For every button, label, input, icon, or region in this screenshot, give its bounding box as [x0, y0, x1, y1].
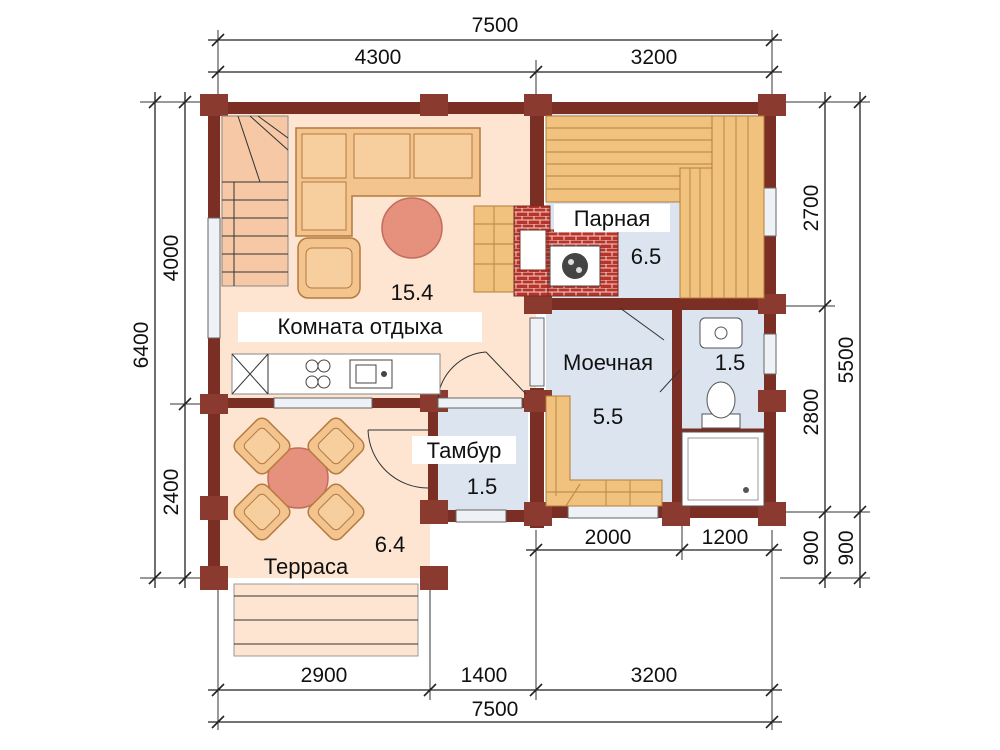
house-south-wall: [208, 398, 538, 408]
steam-south-wall: [536, 298, 776, 310]
wash-room-area: 5.5: [593, 404, 624, 429]
lounge-furniture: [221, 115, 481, 395]
terrace-chair: [233, 417, 291, 475]
staircase: [221, 115, 289, 287]
terrace-furniture: [233, 417, 365, 541]
lounge-east-wall-lower: [530, 388, 544, 528]
dim-right-lower: 2800: [800, 389, 823, 436]
terrace-chair: [307, 417, 365, 475]
dim-top-total: 7500: [472, 14, 519, 37]
window-wc: [763, 333, 777, 375]
room-labels: 15.4 Комната отдыха Парная 6.5 Моечная 5…: [238, 204, 745, 579]
openings: [207, 187, 777, 523]
kitchen-counter: [231, 353, 441, 395]
dimension-labels: 7500 4300 3200 6400 4000 2400 2700 2800 …: [130, 14, 858, 721]
wc-west-wall: [672, 310, 682, 516]
terrace-table: [267, 447, 329, 509]
window-wash: [567, 505, 659, 519]
dim-top-left: 4300: [355, 46, 402, 69]
dim-bottom-b: 1400: [461, 664, 508, 687]
steam-room-area: 6.5: [631, 244, 662, 269]
top-wall: [208, 102, 774, 114]
dim-left-upper: 4000: [160, 235, 183, 282]
window-steam-east: [763, 187, 777, 237]
dim-bottom-a: 2900: [301, 664, 348, 687]
dim-inner-right: 1200: [702, 526, 749, 549]
steam-room-name: Парная: [574, 206, 651, 231]
lounge-name: Комната отдыха: [278, 314, 444, 339]
terrace-left-wall: [208, 408, 220, 578]
dim-bottom-c: 3200: [631, 664, 678, 687]
door-wash-lounge: [529, 317, 545, 387]
window-lounge-south: [273, 397, 373, 409]
dimension-lines: [140, 30, 870, 730]
dim-left-total: 6400: [130, 322, 153, 369]
vestibule-area: 1.5: [467, 474, 498, 499]
dim-right-upper: 2700: [800, 185, 823, 232]
lounge-area: 15.4: [391, 280, 434, 305]
corner-sofa: [295, 127, 481, 237]
terrace-chair: [307, 483, 365, 541]
dim-inner-mid: 2000: [585, 526, 632, 549]
wc-area: 1.5: [715, 350, 746, 375]
window-vestibule: [455, 509, 507, 523]
round-table: [381, 197, 443, 259]
wash-room-name: Моечная: [563, 350, 653, 375]
terrace-area: 6.4: [375, 532, 406, 557]
dim-right-total: 5500: [835, 337, 858, 384]
sauna-stove: [473, 205, 619, 297]
dim-bottom-total: 7500: [472, 698, 519, 721]
armchair: [297, 237, 361, 299]
steam-benches: [545, 115, 765, 299]
terrace-chair: [233, 483, 291, 541]
dim-left-lower: 2400: [160, 469, 183, 516]
vestibule-name: Тамбур: [427, 438, 502, 463]
wash-bench: [545, 395, 663, 507]
dim-right-step-b: 900: [835, 530, 858, 565]
wc-fixtures: [681, 317, 765, 507]
dim-top-right: 3200: [631, 46, 678, 69]
terrace-name: Терраса: [264, 554, 349, 579]
dim-right-step-a: 900: [800, 530, 823, 565]
door-lounge-vestibule: [437, 397, 523, 409]
lounge-floor-lower: [436, 290, 536, 402]
window-left: [207, 217, 221, 339]
